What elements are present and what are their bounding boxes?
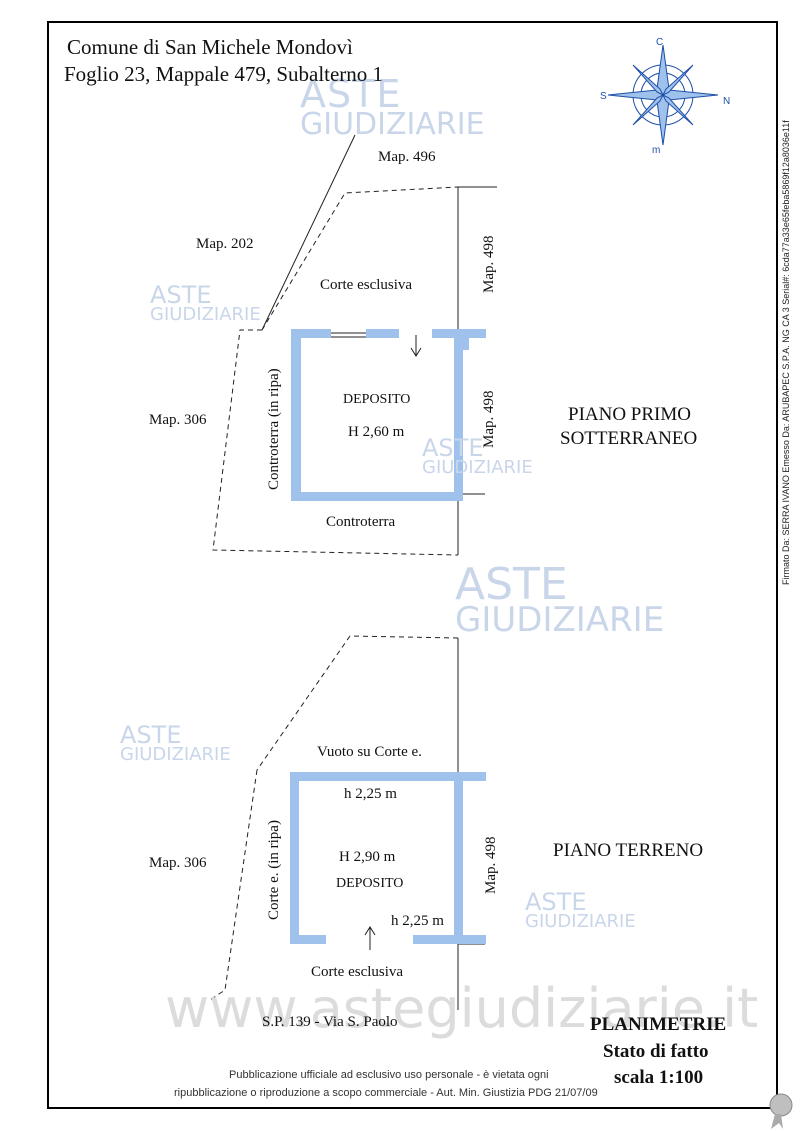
watermark-logo: ASTE GIUDIZIARIE — [120, 721, 231, 765]
publication-notice: ripubblicazione o riproduzione a scopo c… — [174, 1087, 598, 1099]
upper-room-wall-right — [454, 329, 463, 501]
compass-label: C — [656, 37, 664, 48]
room-name: DEPOSITO — [343, 392, 411, 407]
upper-room-wall-right-ext — [463, 338, 469, 350]
road-label: S.P. 139 - Via S. Paolo — [262, 1014, 398, 1030]
header-comune: Comune di San Michele Mondovì — [67, 35, 353, 59]
room-name: DEPOSITO — [336, 876, 404, 891]
boundary-dashed — [261, 186, 459, 331]
lower-room-wall-left — [290, 772, 299, 944]
height-label: h 2,25 m — [391, 913, 444, 929]
compass-label: m — [652, 145, 661, 156]
watermark-logo: ASTE GIUDIZIARIE — [300, 72, 485, 143]
height-label: h 2,25 m — [344, 786, 397, 802]
publication-notice: Pubblicazione ufficiale ad esclusivo uso… — [229, 1069, 549, 1081]
lower-room-wall-top — [290, 772, 486, 781]
vuoto-label: Vuoto su Corte e. — [317, 744, 422, 760]
watermark-url: www.astegiudiziarie.it — [165, 977, 759, 1040]
watermark-logo: ASTE GIUDIZIARIE — [422, 434, 533, 478]
floor-title: PIANO TERRENO — [553, 840, 704, 861]
upper-room-wall-bottom — [291, 492, 463, 501]
lower-room-wall-right — [454, 772, 463, 944]
upper-room-wall-top-mid — [366, 329, 399, 338]
lower-room-wall-bottom-left — [290, 935, 326, 944]
boundary-line — [261, 134, 356, 331]
watermark-logo: ASTE GIUDIZIARIE — [455, 559, 665, 640]
planimetrie-title: PLANIMETRIE — [590, 1014, 727, 1035]
map-306-label: Map. 306 — [149, 855, 207, 871]
watermark-logo: ASTE GIUDIZIARIE — [150, 281, 261, 325]
scale-label: scala 1:100 — [614, 1067, 704, 1088]
lower-room-wall-bottom-right — [413, 935, 463, 944]
compass-label: S — [600, 91, 607, 102]
map-202-label: Map. 202 — [196, 236, 254, 252]
boundary-dashed-lower — [212, 329, 459, 556]
corte-esclusiva-label: Corte esclusiva — [311, 964, 404, 980]
header-foglio: Foglio 23, Mappale 479, Subalterno 1 — [64, 62, 384, 86]
lower-room-wall-bottom-ext — [463, 935, 486, 944]
floor-title: PIANO PRIMO — [568, 404, 691, 425]
height-label: H 2,90 m — [339, 849, 396, 865]
corte-esclusiva-label: Corte esclusiva — [320, 277, 413, 293]
map-306-label: Map. 306 — [149, 412, 207, 428]
map-496-label: Map. 496 — [378, 149, 436, 165]
upper-room-wall-top-left — [291, 329, 331, 338]
boundary-dashed-2 — [256, 635, 459, 771]
controterra-label: Controterra — [326, 514, 396, 530]
watermark-logo: ASTE GIUDIZIARIE — [525, 888, 636, 932]
compass-label: N — [723, 96, 731, 107]
room-height: H 2,60 m — [348, 424, 405, 440]
stato-di-fatto: Stato di fatto — [603, 1041, 709, 1062]
upper-room-wall-left — [291, 329, 301, 501]
drawing-frame — [47, 21, 778, 1109]
floor-title: SOTTERRANEO — [560, 428, 698, 449]
